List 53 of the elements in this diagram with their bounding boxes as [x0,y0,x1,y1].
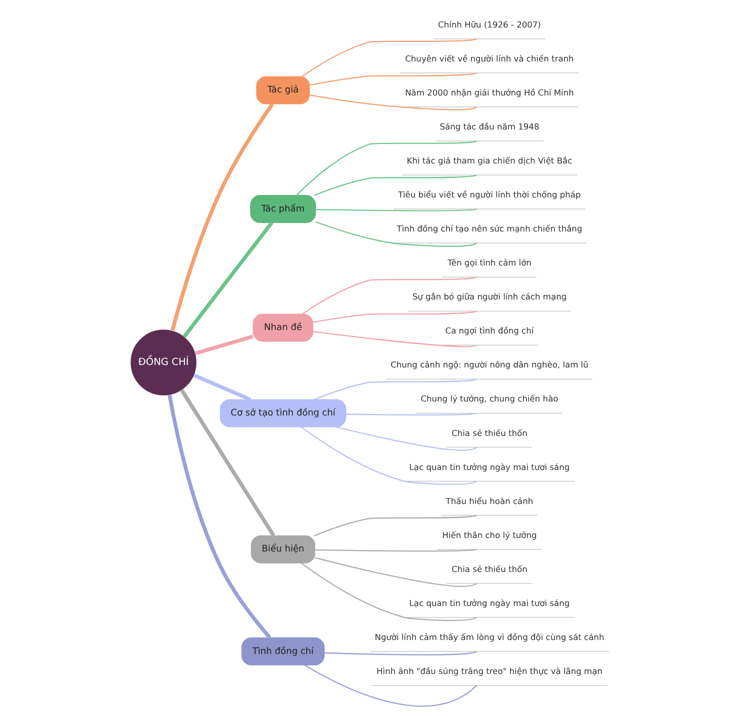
node-box: Nhan đề [252,314,313,342]
connector [315,221,476,247]
node-box: Tác giả [256,76,310,104]
node-text: Chung lý tưởng, chung chiến hào [420,394,558,404]
node-text: Hình ảnh "đầu súng trăng treo" hiện thực và lãng mạn [376,666,602,676]
connector [301,38,476,77]
node-text: Chuyên viết về người lính và chiến tranh [404,53,574,64]
connector [335,426,476,451]
node-text: Chia sẻ thiếu thốn [451,564,527,574]
connector [314,378,476,400]
node-circle: ĐỒNG CHÍ [130,330,196,396]
connector [309,94,476,110]
node-box: Tác phẩm [250,195,316,224]
connector [179,388,275,537]
node-text: Thấu hiểu hoàn cảnh [445,496,533,506]
connector [182,222,273,338]
connector [302,276,476,314]
connector [194,334,253,356]
connector [314,557,476,587]
connector [300,426,476,485]
connector [192,373,251,402]
node-text: Khi tác giả tham gia chiến dịch Việt Bắc [406,155,572,166]
node-text: Người lính cảm thấy ấm lòng vì đồng đội cùng sát cánh [374,632,604,642]
node-text: Sáng tác đầu năm 1948 [439,121,539,132]
connector [314,514,476,536]
node-text: Lạc quan tin tưởng ngày mai tươi sáng [408,462,570,472]
node-text: Chính Hữu (1926 - 2007) [438,19,540,30]
connector [308,72,476,86]
connector [314,548,476,552]
node-text: Tiêu biểu viết về người lính thời chống pháp [398,190,580,200]
node-text: Chung cảnh ngộ: người nông dân nghèo, lam lũ [390,360,588,370]
connector [167,394,271,639]
connector [315,208,476,212]
connector [312,310,476,323]
node-text: Hiến thân cho lý tưởng [442,530,536,540]
node-text: Sự gắn bó giữa người lính cách mạng [412,292,566,302]
node-text: Chia sẻ thiếu thốn [451,428,527,438]
node-box: Biểu hiện [250,535,315,564]
node-text: Tình đồng chí tạo nên sức mạnh chiến thắng [396,224,582,234]
connector [304,664,476,707]
node-text: Năm 2000 nhận giải thưởng Hồ Chí Minh [404,87,574,98]
node-box: Tình đồng chí [240,637,324,666]
connector [314,174,476,196]
node-text: Tên gọi tình cảm lớn [447,258,531,268]
connector [296,140,476,196]
connector [300,562,476,621]
connector [312,331,476,348]
connector [324,650,476,656]
node-text: Lạc quan tin tưởng ngày mai tươi sáng [408,598,570,608]
connector [170,103,274,332]
connector [345,412,476,416]
node-text: Ca ngợi tình đồng chí [444,326,534,336]
node-box: Cơ sở tạo tình đồng chí [219,399,346,428]
